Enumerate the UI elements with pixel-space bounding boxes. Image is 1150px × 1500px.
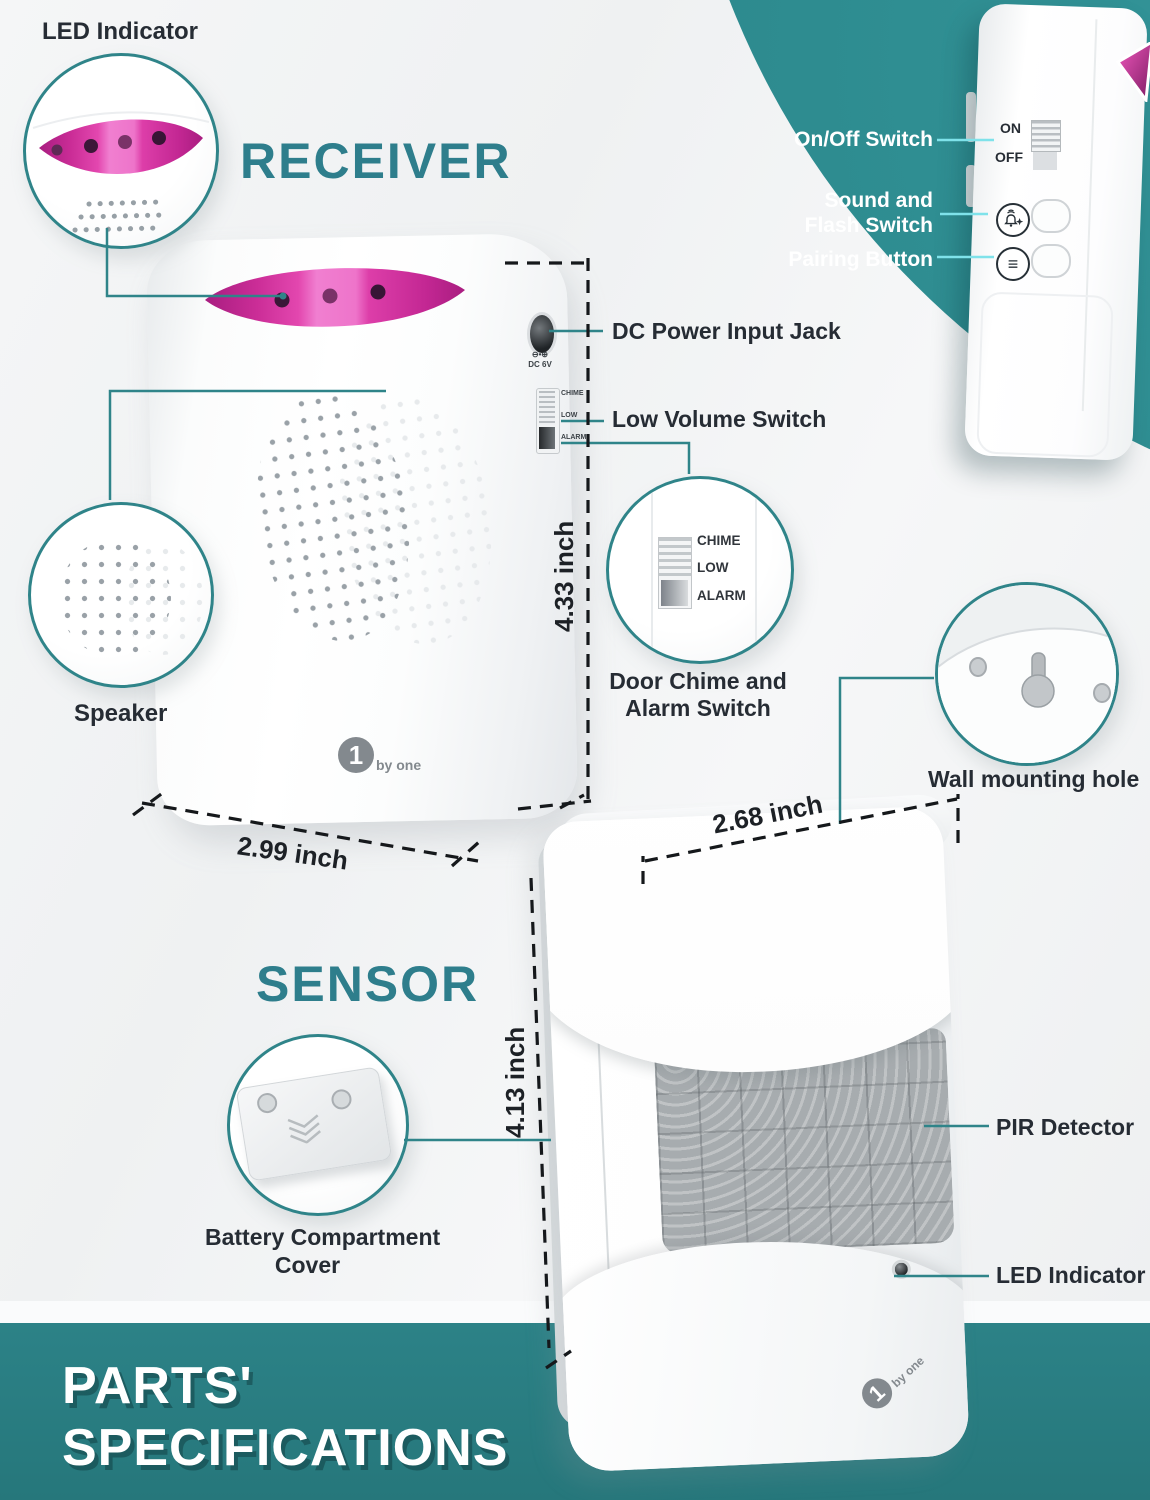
- sensor-height-dim: 4.13 inch: [500, 1026, 530, 1138]
- side-device-battery-door-seam: [976, 291, 1114, 458]
- chime-switch-handle: [661, 580, 688, 606]
- chime-switch-stripes: [659, 538, 691, 580]
- speaker-label: Speaker: [74, 700, 168, 727]
- wall-hole-label: Wall mounting hole: [928, 766, 1140, 792]
- off-marking: OFF: [995, 149, 1023, 165]
- on-off-switch-label: On/Off Switch: [794, 128, 933, 151]
- wall-hole-drawing: [938, 585, 1116, 763]
- vent-chevrons: [287, 1114, 321, 1144]
- side-chime-marking: CHIME: [561, 390, 584, 397]
- on-off-switch-track: [1033, 150, 1057, 170]
- panel-seam: [755, 479, 757, 661]
- sound-flash-label-line1: Sound and: [824, 189, 934, 212]
- dc-voltage-marking: DC 6V: [528, 359, 552, 369]
- alarm-option: ALARM: [697, 588, 746, 603]
- sensor-title: SENSOR: [256, 956, 480, 1012]
- brand-logo-mark: 1: [338, 737, 374, 773]
- screw-hole: [255, 1091, 279, 1115]
- side-low-marking: LOW: [561, 412, 578, 419]
- chime-alarm-label-line2: Alarm Switch: [625, 695, 771, 721]
- sensor-led-label: LED Indicator: [996, 1262, 1146, 1288]
- brand-logo-text: by one: [376, 757, 422, 773]
- footer-title-line1: PARTS': [62, 1357, 253, 1415]
- speaker-zoom-dots: [59, 539, 171, 657]
- chime-switch-zoom-circle: CHIME LOW ALARM: [606, 476, 794, 664]
- side-device-tab: [966, 92, 976, 142]
- battery-cover-drawing: [235, 1066, 393, 1182]
- led-zoom-circle: [23, 53, 219, 249]
- pairing-button-label: Pairing Button: [788, 248, 933, 271]
- side-alarm-marking: ALARM: [561, 434, 587, 441]
- on-marking: ON: [1000, 120, 1021, 136]
- receiver-height-dim: 4.33 inch: [549, 520, 579, 632]
- battery-label-line2: Cover: [274, 1252, 341, 1278]
- led-window-side-glimpse: [1115, 42, 1150, 102]
- led-zoom-eye: [32, 111, 210, 233]
- battery-cover-zoom-circle: [227, 1034, 409, 1216]
- sensor-hood: [542, 805, 970, 1082]
- receiver-led-label: LED Indicator: [42, 18, 199, 45]
- low-volume-label: Low Volume Switch: [612, 406, 827, 432]
- dc-power-jack: [527, 312, 557, 356]
- sound-flash-icon: [996, 203, 1030, 237]
- receiver-title: RECEIVER: [240, 133, 512, 189]
- volume-mode-switch: [536, 388, 560, 454]
- switch-stripes: [539, 391, 555, 425]
- speaker-zoom-circle: [28, 502, 214, 688]
- switch-handle: [539, 427, 555, 449]
- panel-seam: [651, 479, 653, 661]
- dc-polarity-marking: ⊖•⊕: [531, 350, 549, 359]
- wall-hole-zoom-circle: [935, 582, 1119, 766]
- screw-hole: [330, 1087, 353, 1111]
- pairing-icon: ≡: [996, 247, 1030, 281]
- sound-flash-switch: [1031, 199, 1071, 233]
- receiver-led-window: [205, 268, 465, 327]
- dc-power-label: DC Power Input Jack: [612, 318, 841, 344]
- chime-alarm-label-line1: Door Chime and: [609, 668, 787, 694]
- chime-option: CHIME: [697, 533, 741, 548]
- battery-label-line1: Battery Compartment: [205, 1224, 441, 1250]
- footer-title-line2: SPECIFICATIONS: [62, 1419, 509, 1477]
- side-device-tab: [966, 165, 976, 207]
- pir-detector-label: PIR Detector: [996, 1114, 1135, 1140]
- pairing-button: [1031, 244, 1071, 278]
- sound-flash-label-line2: Flash Switch: [804, 214, 933, 237]
- on-off-switch-knob: [1031, 120, 1061, 152]
- sensor-device: 1 by one: [542, 805, 970, 1473]
- bell-flash-glyph: [1004, 209, 1024, 227]
- receiver-width-dim: 2.99 inch: [235, 830, 350, 876]
- low-option: LOW: [697, 560, 729, 575]
